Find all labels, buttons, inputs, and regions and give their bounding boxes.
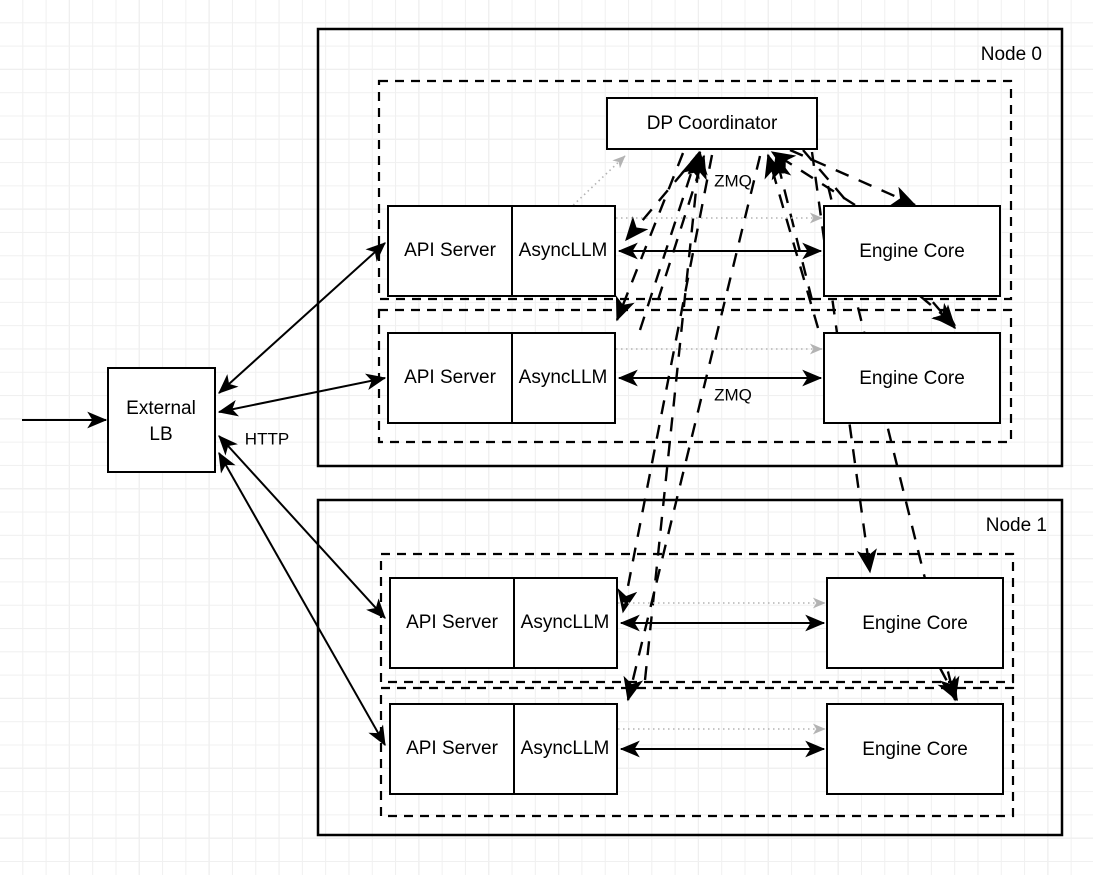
node-1-group-1-boundary: [379, 686, 1015, 818]
node0-group1-api-server-label: API Server: [404, 367, 497, 388]
node1-group0-engine-core[interactable]: Engine Core: [826, 577, 1004, 669]
node0-group1-apiserver-asyncllm[interactable]: API Server AsyncLLM: [387, 332, 616, 424]
edge-lb-to-node0-api0: [218, 242, 386, 394]
dp-coordinator-label: DP Coordinator: [647, 113, 778, 134]
external-lb-node[interactable]: External LB: [107, 367, 216, 473]
node0-group0-asyncllm-label: AsyncLLM: [519, 240, 608, 261]
edge-coordinator-to-node0-asyncllm0: [625, 151, 701, 242]
edge-lb-to-node0-api1: [217, 373, 387, 417]
node1-group0-api-server-label: API Server: [406, 612, 499, 633]
edge-node0-asyncllm0-to-coordinator: [656, 154, 707, 301]
node1-group1-asyncllm-label: AsyncLLM: [521, 738, 610, 759]
node0-group0-api-server-label: API Server: [404, 240, 497, 261]
node-1-label: Node 1: [986, 515, 1047, 536]
node0-group0-engine-core-label: Engine Core: [859, 241, 965, 262]
zmq-label-bottom: ZMQ: [714, 385, 752, 404]
external-lb-label-line1: External: [126, 398, 196, 419]
edge-node0-asyncllm1-to-coordinator: [638, 153, 700, 331]
node0-group1-asyncllm-label: AsyncLLM: [519, 367, 608, 388]
edge-coordinator-to-node1-asyncllm1: [623, 155, 762, 702]
node0-group1-engine-core-label: Engine Core: [859, 368, 965, 389]
node1-group0-apiserver-asyncllm[interactable]: API Server AsyncLLM: [389, 577, 618, 669]
node0-group1-engine-core[interactable]: Engine Core: [823, 332, 1001, 424]
edge-coordinator-to-node0-asyncllm1: [615, 152, 685, 322]
edge-node1-engine0-to-engine1: [937, 667, 959, 702]
node1-group1-engine-core[interactable]: Engine Core: [826, 703, 1004, 795]
edge-node0-engine1-to-coordinator: [764, 153, 820, 329]
edge-node0-engine0-to-engine1: [919, 295, 957, 326]
node0-group0-engine-core[interactable]: Engine Core: [823, 205, 1001, 297]
edge-node0-engine0-alt-to-coordinator: [771, 154, 814, 301]
edge-node0-asyncllm0-stats-to-coordinator: [565, 155, 626, 213]
edge-coordinator-to-node1-asyncllm0: [617, 154, 714, 614]
node-0-label: Node 0: [981, 44, 1042, 65]
node1-group0-asyncllm-label: AsyncLLM: [521, 612, 610, 633]
node-0-group-0-boundary: [377, 79, 1013, 301]
node1-group1-apiserver-asyncllm[interactable]: API Server AsyncLLM: [389, 703, 618, 795]
edge-lb-to-node1-api0: [218, 435, 386, 619]
zmq-label-top: ZMQ: [714, 171, 752, 190]
node0-group0-apiserver-asyncllm[interactable]: API Server AsyncLLM: [387, 205, 616, 297]
external-lb-label-line2: LB: [149, 424, 172, 445]
edge-coordinator-to-node0-engine0: [789, 148, 917, 207]
node1-group1-api-server-label: API Server: [406, 738, 499, 759]
http-label: HTTP: [245, 429, 289, 448]
edge-node1-to-coordinator: [643, 150, 708, 681]
node1-group1-engine-core-label: Engine Core: [862, 739, 968, 760]
edge-lb-to-node1-api1: [218, 451, 386, 747]
node1-group0-engine-core-label: Engine Core: [862, 613, 968, 634]
dp-coordinator-node[interactable]: DP Coordinator: [606, 97, 818, 150]
